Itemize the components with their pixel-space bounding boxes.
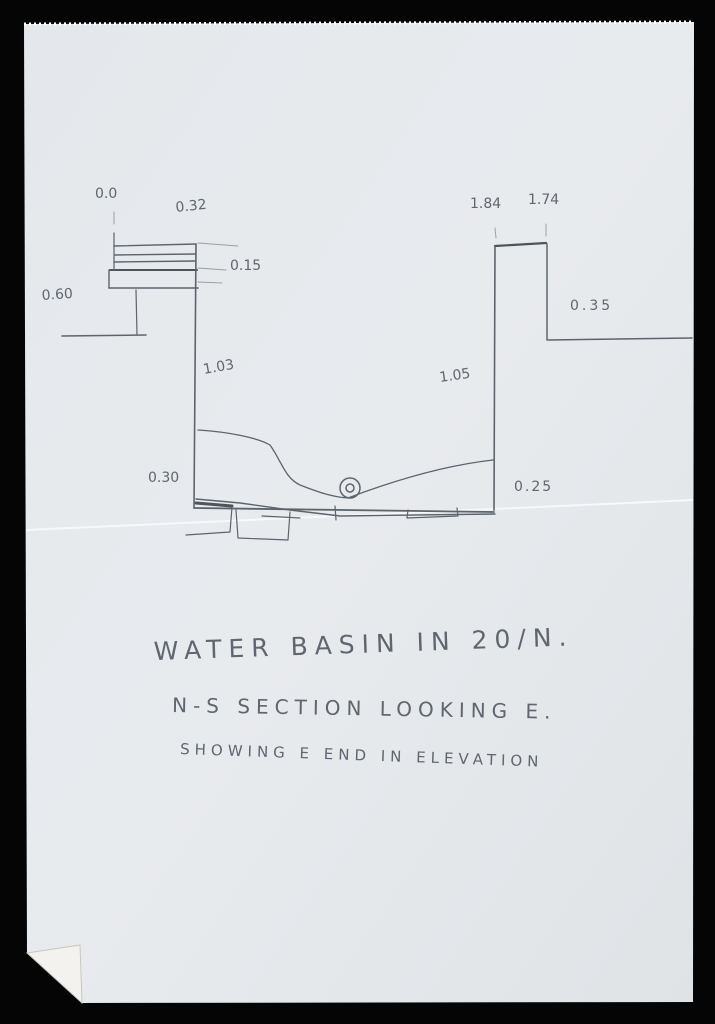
dim-label-right-floor: 0.25 <box>514 479 553 495</box>
dim-label-right-pier-b: 1.74 <box>528 192 559 208</box>
basin-section-drawing <box>61 211 693 541</box>
dim-label-left-top: 0.32 <box>175 197 208 216</box>
paper-fold-crease <box>25 499 694 531</box>
dim-label-left-ground: 0.60 <box>41 286 73 304</box>
dim-label-right-pier-a: 1.84 <box>470 196 501 212</box>
dimension-labels: 0.0 0.32 0.15 0.60 1.03 0.30 1.84 1.74 0… <box>41 186 613 495</box>
dim-label-right-ground: 0.35 <box>570 298 613 314</box>
dim-label-left-course: 0.15 <box>230 258 261 274</box>
dim-label-right-wall: 1.05 <box>438 366 471 386</box>
dim-label-left-top-zero: 0.0 <box>95 186 117 202</box>
dim-label-left-wall: 1.03 <box>202 357 235 378</box>
paper-sheet <box>24 22 694 1003</box>
dim-label-left-floor: 0.30 <box>148 470 179 486</box>
folded-corner <box>25 944 83 1005</box>
perforation-edge <box>23 20 695 26</box>
